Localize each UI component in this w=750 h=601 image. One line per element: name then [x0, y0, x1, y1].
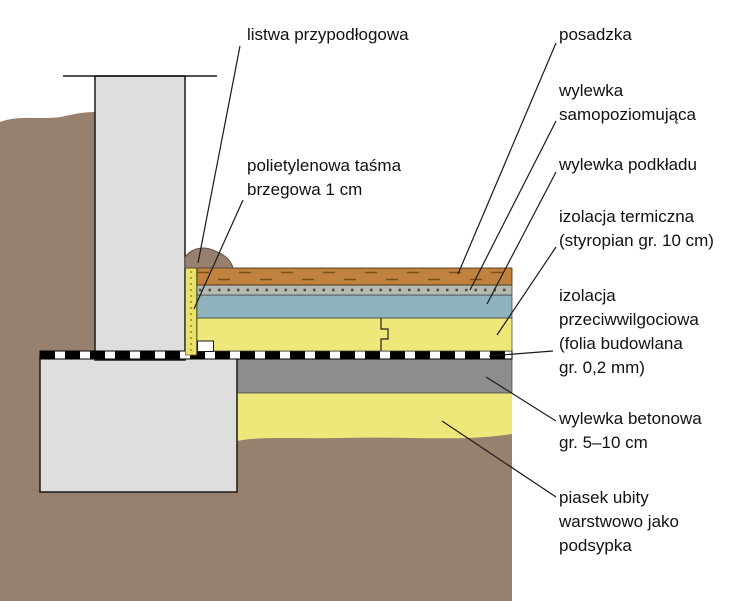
leader-izolacja-termiczna — [496, 246, 557, 336]
leader-izolacja-przeciwwilgociowa — [488, 350, 554, 357]
wall — [94, 75, 186, 361]
layer-styrofoam — [196, 317, 513, 352]
label-polietylenowa-tasma: polietylenowa taśma brzegowa 1 cm — [247, 156, 402, 199]
label-izolacja-termiczna: izolacja termiczna (styropian gr. 10 cm) — [559, 207, 714, 250]
styrofoam-break-symbol — [380, 318, 389, 351]
leader-lines — [193, 42, 557, 498]
leader-piasek — [441, 420, 557, 498]
layer-sand — [237, 393, 512, 441]
label-listwa-przypodlogowa: listwa przypodłogowa — [247, 25, 409, 44]
leader-tasma — [193, 199, 244, 310]
label-piasek: piasek ubity warstwowo jako podsypka — [559, 488, 679, 555]
label-izolacja-przeciwwilgociowa: izolacja przeciwwilgociowa (folia budowl… — [559, 286, 699, 377]
label-posadzka: posadzka — [559, 25, 632, 44]
leader-wylewka-samopoziomujaca — [469, 120, 557, 291]
layer-floor-finish — [196, 267, 513, 286]
label-wylewka-betonowa: wylewka betonowa gr. 5–10 cm — [559, 409, 702, 452]
leader-posadzka — [457, 42, 557, 275]
label-wylewka-podkladu: wylewka podkładu — [559, 155, 697, 174]
layer-self-leveling — [196, 284, 513, 296]
skirting-board — [184, 247, 234, 269]
layer-concrete-screed — [236, 358, 513, 394]
label-wylewka-samopoziomujaca: wylewka samopoziomująca — [559, 81, 697, 124]
leader-wylewka-betonowa — [485, 376, 557, 422]
foundation — [39, 357, 238, 493]
styrofoam-notch — [197, 340, 214, 352]
leader-wylewka-podkladu — [486, 171, 557, 305]
edge-tape — [185, 267, 197, 356]
leader-listwa — [197, 45, 241, 264]
layer-base-screed — [196, 294, 513, 319]
